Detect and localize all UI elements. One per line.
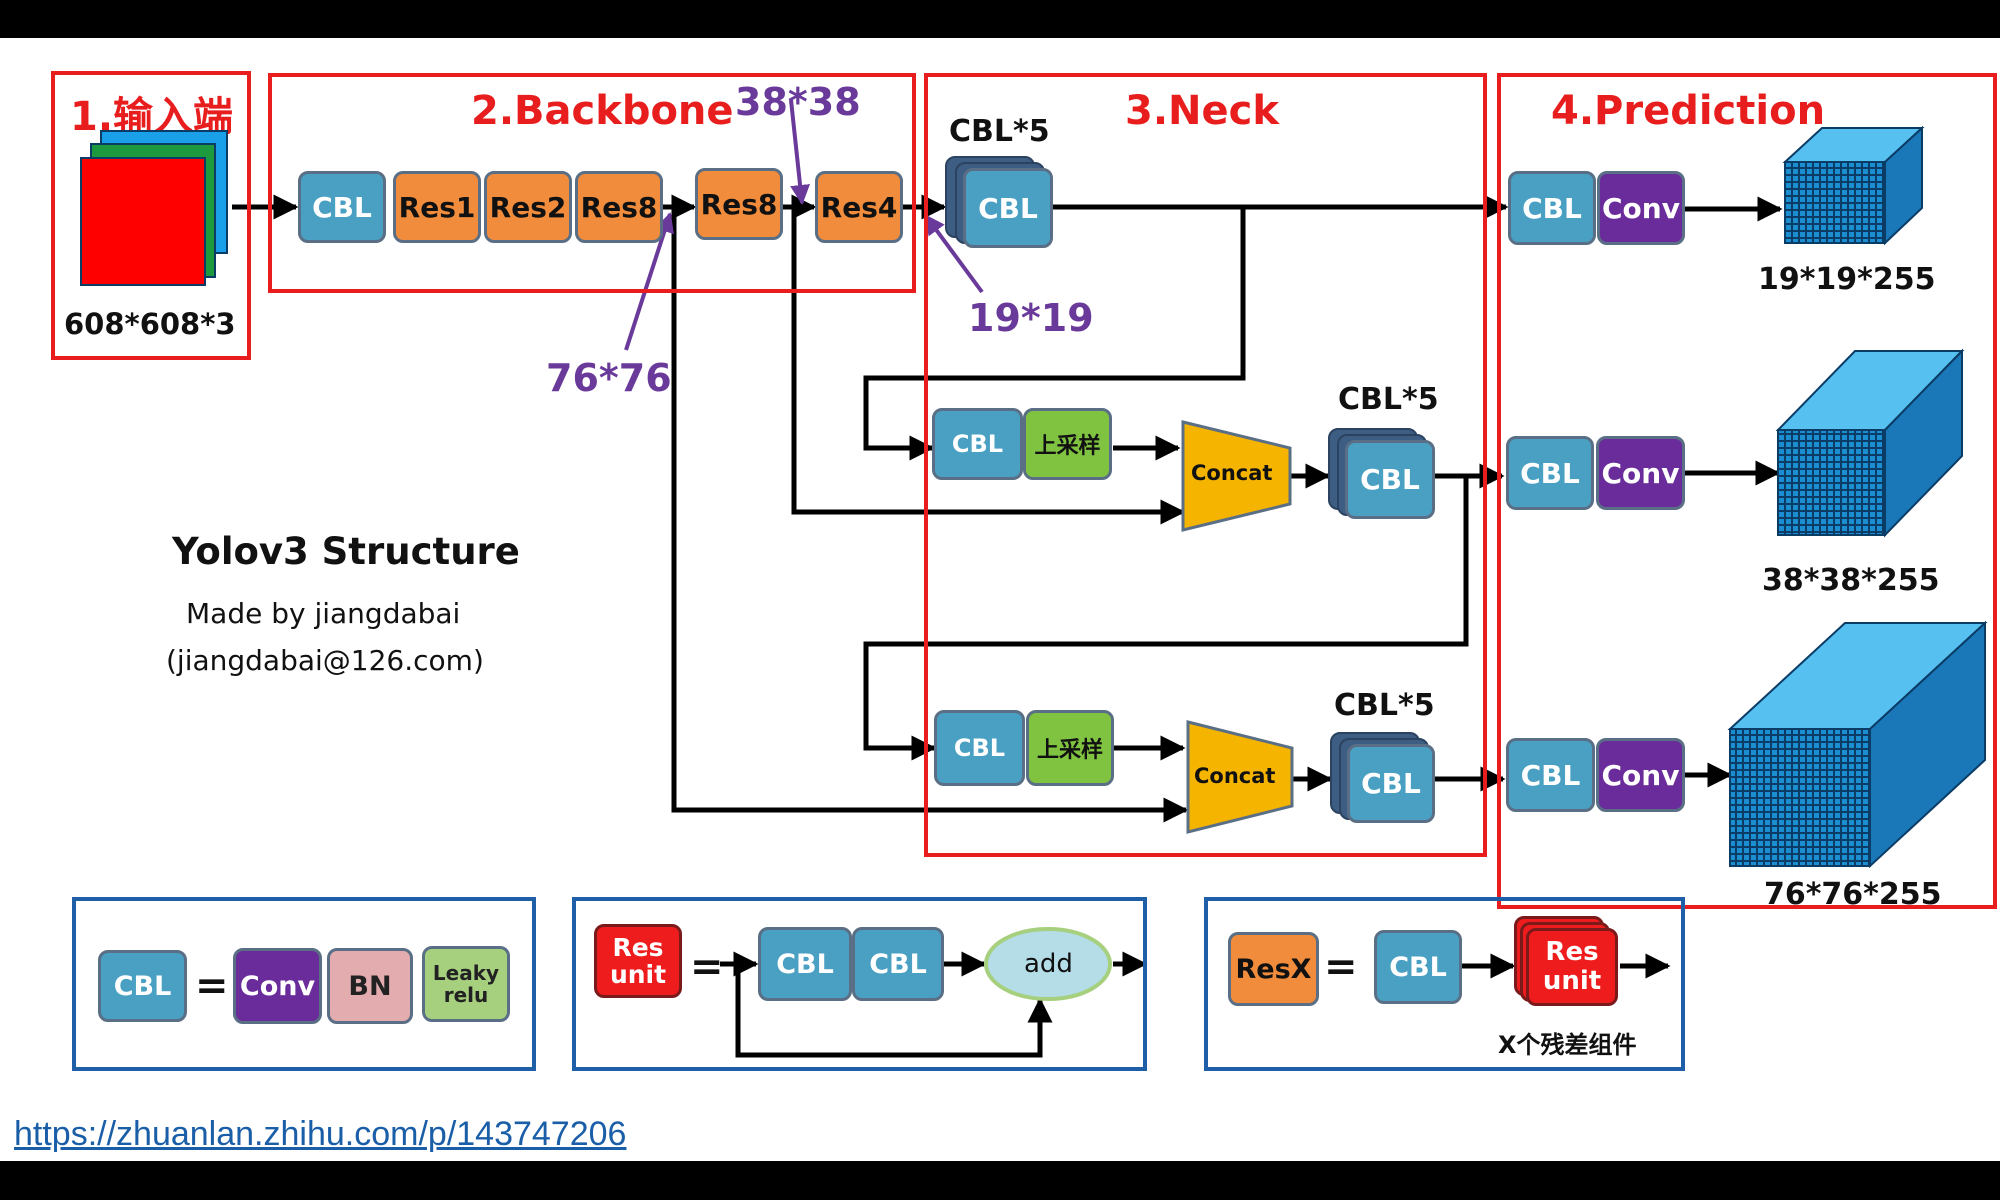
pred-cbl-38: CBL (1506, 436, 1594, 510)
neck-cbl5-mid: CBL (1345, 440, 1435, 519)
source-link[interactable]: https://zhuanlan.zhihu.com/p/143747206 (14, 1115, 627, 1153)
pred-output-38: 38*38*255 (1762, 563, 1940, 598)
neck-cbl-mid: CBL (932, 408, 1023, 480)
pred-cbl-76: CBL (1506, 738, 1595, 812)
neck-concat-mid: Concat (1191, 461, 1273, 485)
legend-bn: BN (327, 948, 413, 1024)
pointer-76 (624, 212, 674, 351)
route-top-down (863, 207, 1246, 461)
output-cube-38 (1775, 348, 1965, 538)
scale-label-38: 38*38 (735, 80, 861, 124)
frame-neck (924, 73, 1487, 857)
neck-cbl-top: CBL (963, 168, 1053, 248)
section-title-prediction: 4.Prediction (1551, 88, 1826, 134)
scale-label-76: 76*76 (546, 356, 672, 400)
legend-resx: ResX (1228, 932, 1319, 1006)
legend-frame-resunit (572, 897, 1147, 1071)
neck-upsample-bottom: 上采样 (1026, 710, 1114, 786)
pointer-19 (924, 214, 984, 294)
frame-prediction (1497, 73, 1997, 909)
legend-cbl-equals: = (195, 963, 229, 1009)
backbone-res8-a: Res8 (575, 171, 663, 243)
scale-label-19: 19*19 (968, 296, 1094, 340)
input-layer-red (80, 157, 206, 286)
frame-backbone (268, 73, 916, 293)
diagram-author: Made by jiangdabai (186, 597, 461, 630)
legend-frame-resx (1204, 897, 1685, 1071)
pred-conv-38: Conv (1596, 436, 1685, 510)
legend-resx-cbl: CBL (1374, 930, 1462, 1004)
section-title-neck: 3.Neck (1125, 88, 1279, 134)
route-mid-down (863, 476, 1469, 761)
frame-input (51, 71, 251, 360)
legend-cbl: CBL (98, 950, 187, 1022)
pred-conv-76: Conv (1596, 738, 1685, 812)
route-76-skip (671, 207, 1189, 823)
legend-res-skip (735, 964, 1053, 1058)
backbone-cbl: CBL (298, 171, 386, 243)
neck-cbl5-bottom: CBL (1347, 744, 1435, 823)
concat-shape-2 (1186, 720, 1294, 834)
pred-conv-19: Conv (1597, 171, 1685, 245)
legend-frame-cbl (72, 897, 536, 1071)
pred-output-76: 76*76*255 (1764, 877, 1942, 912)
legend-res-unit-cbl-1: CBL (758, 927, 852, 1001)
output-cube-76 (1727, 620, 1988, 869)
diagram-title: Yolov3 Structure (172, 530, 520, 573)
legend-conv: Conv (233, 948, 322, 1024)
output-cube-19 (1782, 125, 1925, 246)
neck-cbl-bottom: CBL (934, 710, 1025, 786)
diagram-email: (jiangdabai@126.com) (166, 644, 484, 677)
section-title-backbone: 2.Backbone (471, 88, 734, 134)
legend-resx-res-unit: Res unit (1526, 928, 1618, 1006)
pred-cbl-19: CBL (1508, 171, 1596, 245)
legend-add-label: add (1024, 949, 1073, 979)
concat-shape-1 (1181, 420, 1292, 532)
input-size-label: 608*608*3 (64, 307, 236, 341)
legend-res-unit-cbl-2: CBL (852, 927, 944, 1001)
legend-leaky-relu: Leaky relu (422, 946, 510, 1022)
backbone-res4: Res4 (815, 171, 903, 243)
neck-upsample-mid: 上采样 (1023, 408, 1112, 480)
add-node (984, 927, 1112, 1001)
pred-output-19: 19*19*255 (1758, 262, 1936, 297)
legend-resx-caption: X个残差组件 (1498, 1031, 1637, 1059)
neck-cbl5-label-bottom: CBL*5 (1334, 688, 1435, 723)
backbone-res1: Res1 (393, 171, 481, 243)
legend-resx-equals: = (1324, 944, 1358, 990)
backbone-res8-b: Res8 (695, 168, 783, 240)
route-38-skip (791, 207, 1186, 525)
legend-res-unit: Res unit (594, 924, 682, 998)
neck-concat-bottom: Concat (1194, 764, 1276, 788)
backbone-res2: Res2 (484, 171, 572, 243)
legend-res-unit-equals: = (690, 944, 724, 990)
pointer-38 (789, 99, 811, 205)
neck-cbl5-label-mid: CBL*5 (1338, 382, 1439, 417)
neck-cbl5-label-top: CBL*5 (949, 114, 1050, 149)
